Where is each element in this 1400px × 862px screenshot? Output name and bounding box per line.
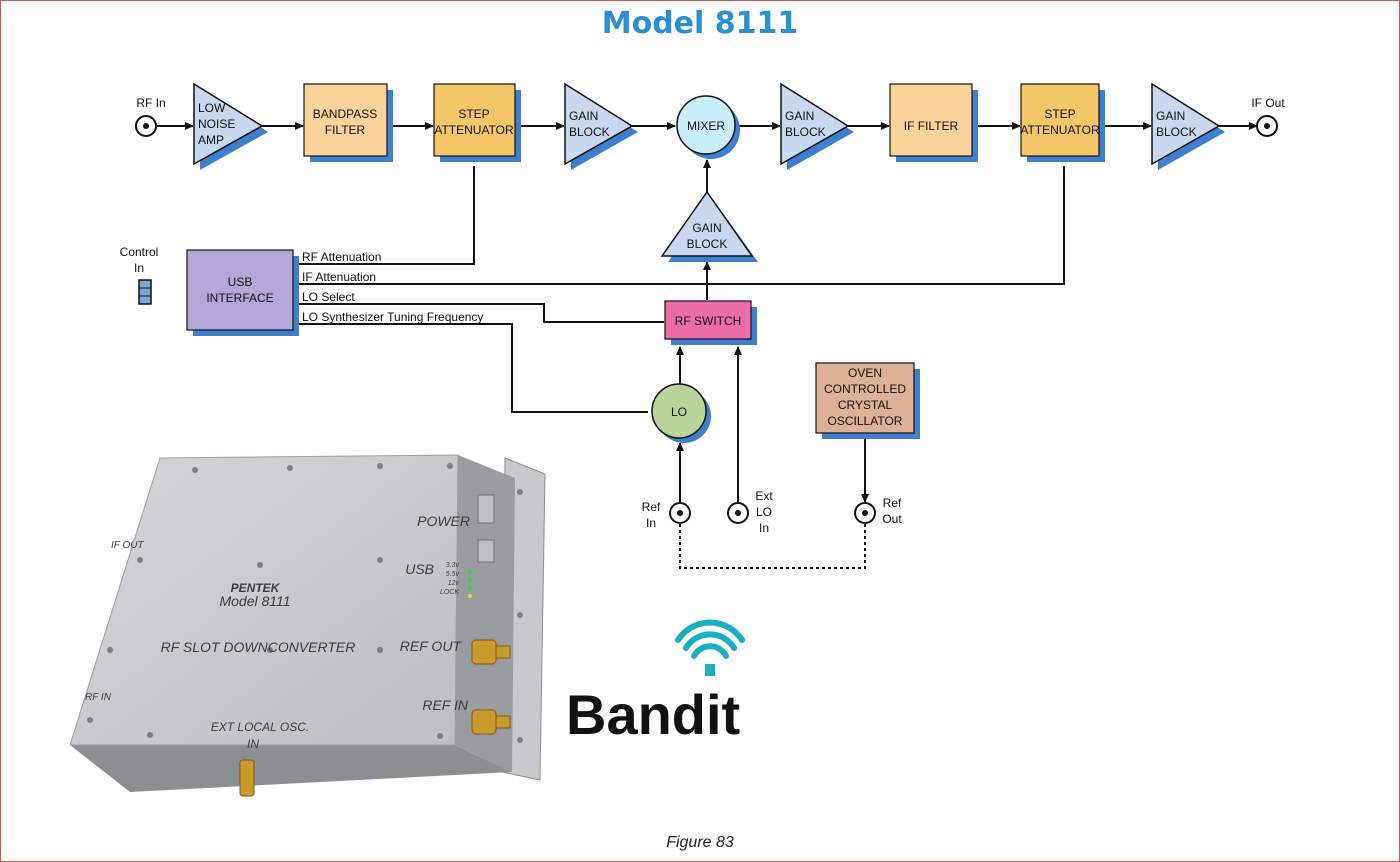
reference-dotted-link	[679, 524, 866, 569]
gain-block-1	[564, 82, 638, 170]
signal-wires	[157, 122, 1258, 503]
ref-out-label-2: Out	[882, 512, 902, 526]
ref-in-connector	[669, 502, 691, 524]
device-led-label-2: 5.5v	[446, 571, 460, 578]
rf-step-attenuator-block	[433, 83, 521, 162]
ocxo-label-1: OVEN	[848, 366, 882, 380]
gain-block-2-label-1: GAIN	[785, 109, 814, 123]
mixer-label: MIXER	[687, 119, 725, 133]
wifi-signal-icon	[675, 619, 745, 659]
gain-block-3-label-2: BLOCK	[1156, 125, 1197, 139]
lo-gain-label-2: BLOCK	[687, 237, 728, 251]
device-brand: PENTEK	[231, 581, 281, 595]
control-in-label-2: In	[134, 261, 144, 275]
if-attenuation-label: IF Attenuation	[302, 270, 376, 284]
ext-lo-label-2: LO	[756, 505, 772, 519]
device-illustration	[69, 454, 546, 797]
device-labels: IF OUT RF IN PENTEK Model 8111 RF SLOT D…	[85, 513, 470, 751]
control-in-label-1: Control	[120, 245, 159, 259]
ocxo-label-3: CRYSTAL	[838, 398, 893, 412]
bandpass-filter-block	[303, 83, 393, 162]
rf-in-connector	[135, 115, 157, 137]
device-model: Model 8111	[219, 593, 290, 609]
device-rf-in: RF IN	[85, 692, 112, 703]
lna-label-3: AMP	[198, 133, 224, 147]
block-labels: LOW NOISE AMP BANDPASS FILTER STEP ATTEN…	[198, 101, 1197, 428]
device-ext-osc-2: IN	[247, 737, 259, 751]
lo-label: LO	[671, 405, 687, 419]
device-name: RF SLOT DOWNCONVERTER	[161, 639, 356, 655]
rf-step-att-label-1: STEP	[458, 107, 489, 121]
lo-gain-label-1: GAIN	[692, 221, 721, 235]
page-title: Model 8111	[601, 6, 799, 41]
lo-tuning-label: LO Synthesizer Tuning Frequency	[302, 310, 483, 324]
control-in-connector	[138, 279, 152, 305]
gain-block-3-label-1: GAIN	[1156, 109, 1185, 123]
low-noise-amp-block	[193, 82, 268, 170]
rf-in-label: RF In	[136, 96, 165, 110]
ext-lo-in-connector	[727, 502, 749, 524]
port-labels: RF In IF Out Control In RF Attenuation I…	[120, 96, 1286, 535]
if-step-attenuator-block	[1020, 83, 1105, 162]
device-usb: USB	[405, 561, 434, 577]
if-out-label: IF Out	[1251, 96, 1285, 110]
if-step-att-label-2: ATTENUATOR	[1020, 123, 1100, 137]
mixer-block	[676, 95, 740, 159]
figure-caption: Figure 83	[666, 834, 734, 851]
rf-switch-label: RF SWITCH	[675, 314, 742, 328]
ref-in-label-1: Ref	[642, 500, 661, 514]
device-led-label-4: LOCK	[440, 589, 459, 596]
bandit-logo: Bandit	[566, 619, 745, 746]
device-ref-in: REF IN	[422, 697, 469, 713]
if-step-att-label-1: STEP	[1044, 107, 1075, 121]
if-filter-label: IF FILTER	[904, 119, 959, 133]
if-out-connector	[1256, 115, 1278, 137]
ref-out-label-1: Ref	[883, 496, 902, 510]
if-filter-block	[889, 83, 978, 162]
lna-label-1: LOW	[198, 101, 226, 115]
gain-block-2	[780, 82, 854, 170]
device-led-label-1: 3.3v	[446, 562, 460, 569]
ocxo-block	[815, 362, 920, 439]
ref-in-label-2: In	[646, 516, 656, 530]
bandpass-label-2: FILTER	[325, 123, 366, 137]
ocxo-label-4: OSCILLATOR	[828, 414, 903, 428]
bandpass-label-1: BANDPASS	[313, 107, 377, 121]
gain-block-1-label-2: BLOCK	[569, 125, 610, 139]
ref-out-connector	[854, 502, 876, 524]
ext-lo-label-1: Ext	[755, 489, 773, 503]
bandit-logo-text: Bandit	[566, 683, 740, 746]
device-ref-out: REF OUT	[400, 638, 463, 654]
usb-label-1: USB	[228, 275, 253, 289]
gain-block-3	[1151, 82, 1225, 170]
device-if-out: IF OUT	[111, 540, 144, 551]
device-led-label-3: 12v	[448, 580, 460, 587]
rf-switch-block	[664, 300, 757, 345]
lo-select-label: LO Select	[302, 290, 355, 304]
rf-step-att-label-2: ATTENUATOR	[434, 123, 514, 137]
gain-block-2-label-2: BLOCK	[785, 125, 826, 139]
rf-attenuation-label: RF Attenuation	[302, 250, 381, 264]
lo-gain-block	[660, 190, 758, 262]
lna-label-2: NOISE	[198, 117, 235, 131]
gain-block-1-label-1: GAIN	[569, 109, 598, 123]
device-power: POWER	[417, 513, 470, 529]
usb-label-2: INTERFACE	[206, 291, 273, 305]
usb-interface-block	[186, 249, 299, 336]
ext-lo-label-3: In	[759, 521, 769, 535]
lo-block	[651, 383, 711, 443]
ocxo-label-2: CONTROLLED	[824, 382, 906, 396]
device-ext-osc-1: EXT LOCAL OSC.	[211, 720, 309, 734]
